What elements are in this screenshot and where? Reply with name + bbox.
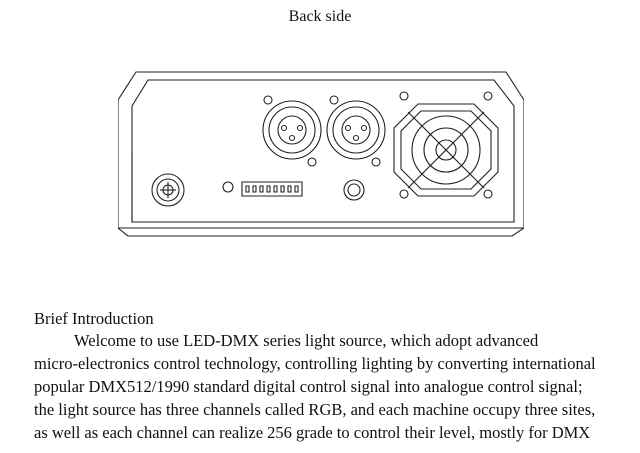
intro-line: Welcome to use LED-DMX series light sour… (74, 331, 539, 350)
fan-grille-icon (394, 92, 498, 198)
intro-body: Welcome to use LED-DMX series light sour… (34, 329, 634, 444)
indicator-led-icon (223, 182, 233, 192)
dip-switch-icon (242, 182, 302, 196)
xlr-connector-out-icon (327, 96, 385, 166)
fuse-knob-icon (344, 180, 364, 200)
xlr-connector-in-icon (263, 96, 321, 166)
intro-line: popular DMX512/1990 standard digital con… (34, 377, 583, 396)
intro-line: as well as each channel can realize 256 … (34, 423, 591, 442)
intro-heading: Brief Introduction (34, 309, 154, 328)
back-panel-drawing (118, 60, 524, 240)
intro-line: micro-electronics control technology, co… (34, 354, 596, 373)
power-connector-icon (152, 174, 184, 206)
page-title: Back side (288, 8, 352, 25)
housing-outline (118, 72, 524, 236)
intro-line: the light source has three channels call… (34, 400, 596, 419)
